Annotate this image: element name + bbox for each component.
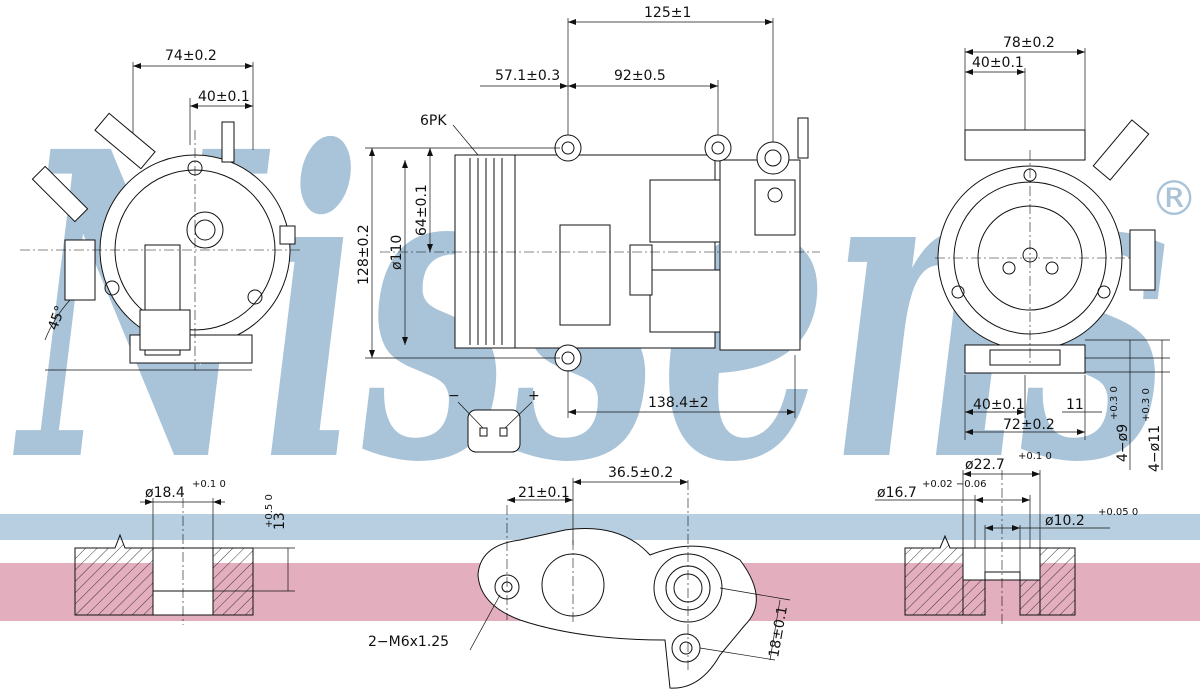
connector-plus: + bbox=[528, 388, 540, 404]
bottom-left-section: ø18.4 +0.1 0 13 +0.5 0 bbox=[74, 479, 295, 625]
depth-13-tol: +0.5 0 bbox=[264, 494, 275, 528]
dim-40-left: 40±0.1 bbox=[198, 89, 250, 105]
dia-22-tol: +0.1 0 bbox=[1018, 451, 1052, 462]
hole-9: 4−ø9 bbox=[1115, 424, 1131, 462]
right-view: 78±0.2 40±0.1 40±0.1 72±0.2 1 bbox=[935, 35, 1170, 472]
dim-110: ø110 bbox=[389, 235, 405, 270]
dim-72: 72±0.2 bbox=[1003, 417, 1055, 433]
registered-mark: ® bbox=[1150, 171, 1198, 227]
dim-36: 36.5±0.2 bbox=[608, 465, 673, 481]
dim-78: 78±0.2 bbox=[1003, 35, 1055, 51]
dim-128: 128±0.2 bbox=[356, 224, 372, 285]
side-view: 125±1 57.1±0.3 92±0.5 6PK bbox=[356, 5, 820, 453]
dia-16-tol: +0.02 −0.06 bbox=[922, 479, 986, 490]
dia-10-tol: +0.05 0 bbox=[1098, 507, 1138, 518]
angle-45: 45° bbox=[45, 304, 69, 333]
dim-138: 138.4±2 bbox=[648, 395, 709, 411]
connector-minus: − bbox=[448, 388, 460, 404]
dim-57: 57.1±0.3 bbox=[495, 68, 560, 84]
dim-74: 74±0.2 bbox=[165, 48, 217, 64]
dim-21: 21±0.1 bbox=[518, 485, 570, 501]
electrical-connector: − + bbox=[448, 388, 540, 453]
dim-11: 11 bbox=[1066, 397, 1084, 413]
dia-18-tol: +0.1 0 bbox=[192, 479, 226, 490]
dia-18: ø18.4 bbox=[145, 485, 185, 501]
hole-9-tol: +0.3 0 bbox=[1109, 386, 1120, 420]
depth-13: 13 bbox=[272, 512, 288, 530]
belt-6pk: 6PK bbox=[420, 113, 447, 129]
dia-10: ø10.2 bbox=[1045, 513, 1085, 529]
dia-16: ø16.7 bbox=[877, 485, 917, 501]
dim-40-right-top: 40±0.1 bbox=[972, 55, 1024, 71]
dia-22: ø22.7 bbox=[965, 457, 1005, 473]
dim-64: 64±0.1 bbox=[414, 184, 430, 236]
hole-11-tol: +0.3 0 bbox=[1141, 388, 1152, 422]
dim-92: 92±0.5 bbox=[614, 68, 666, 84]
dim-40-right-bottom: 40±0.1 bbox=[973, 397, 1025, 413]
bottom-center-flange: 21±0.1 36.5±0.2 2−M6x1.25 18±0.1 bbox=[368, 465, 791, 689]
thread-m6: 2−M6x1.25 bbox=[368, 634, 449, 650]
dim-125: 125±1 bbox=[644, 5, 691, 21]
bottom-right-section: ø22.7 +0.1 0 ø16.7 +0.02 −0.06 ø10.2 +0.… bbox=[875, 451, 1138, 625]
left-view: 74±0.2 40±0.1 45° bbox=[20, 48, 300, 371]
hole-11: 4−ø11 bbox=[1147, 425, 1163, 472]
